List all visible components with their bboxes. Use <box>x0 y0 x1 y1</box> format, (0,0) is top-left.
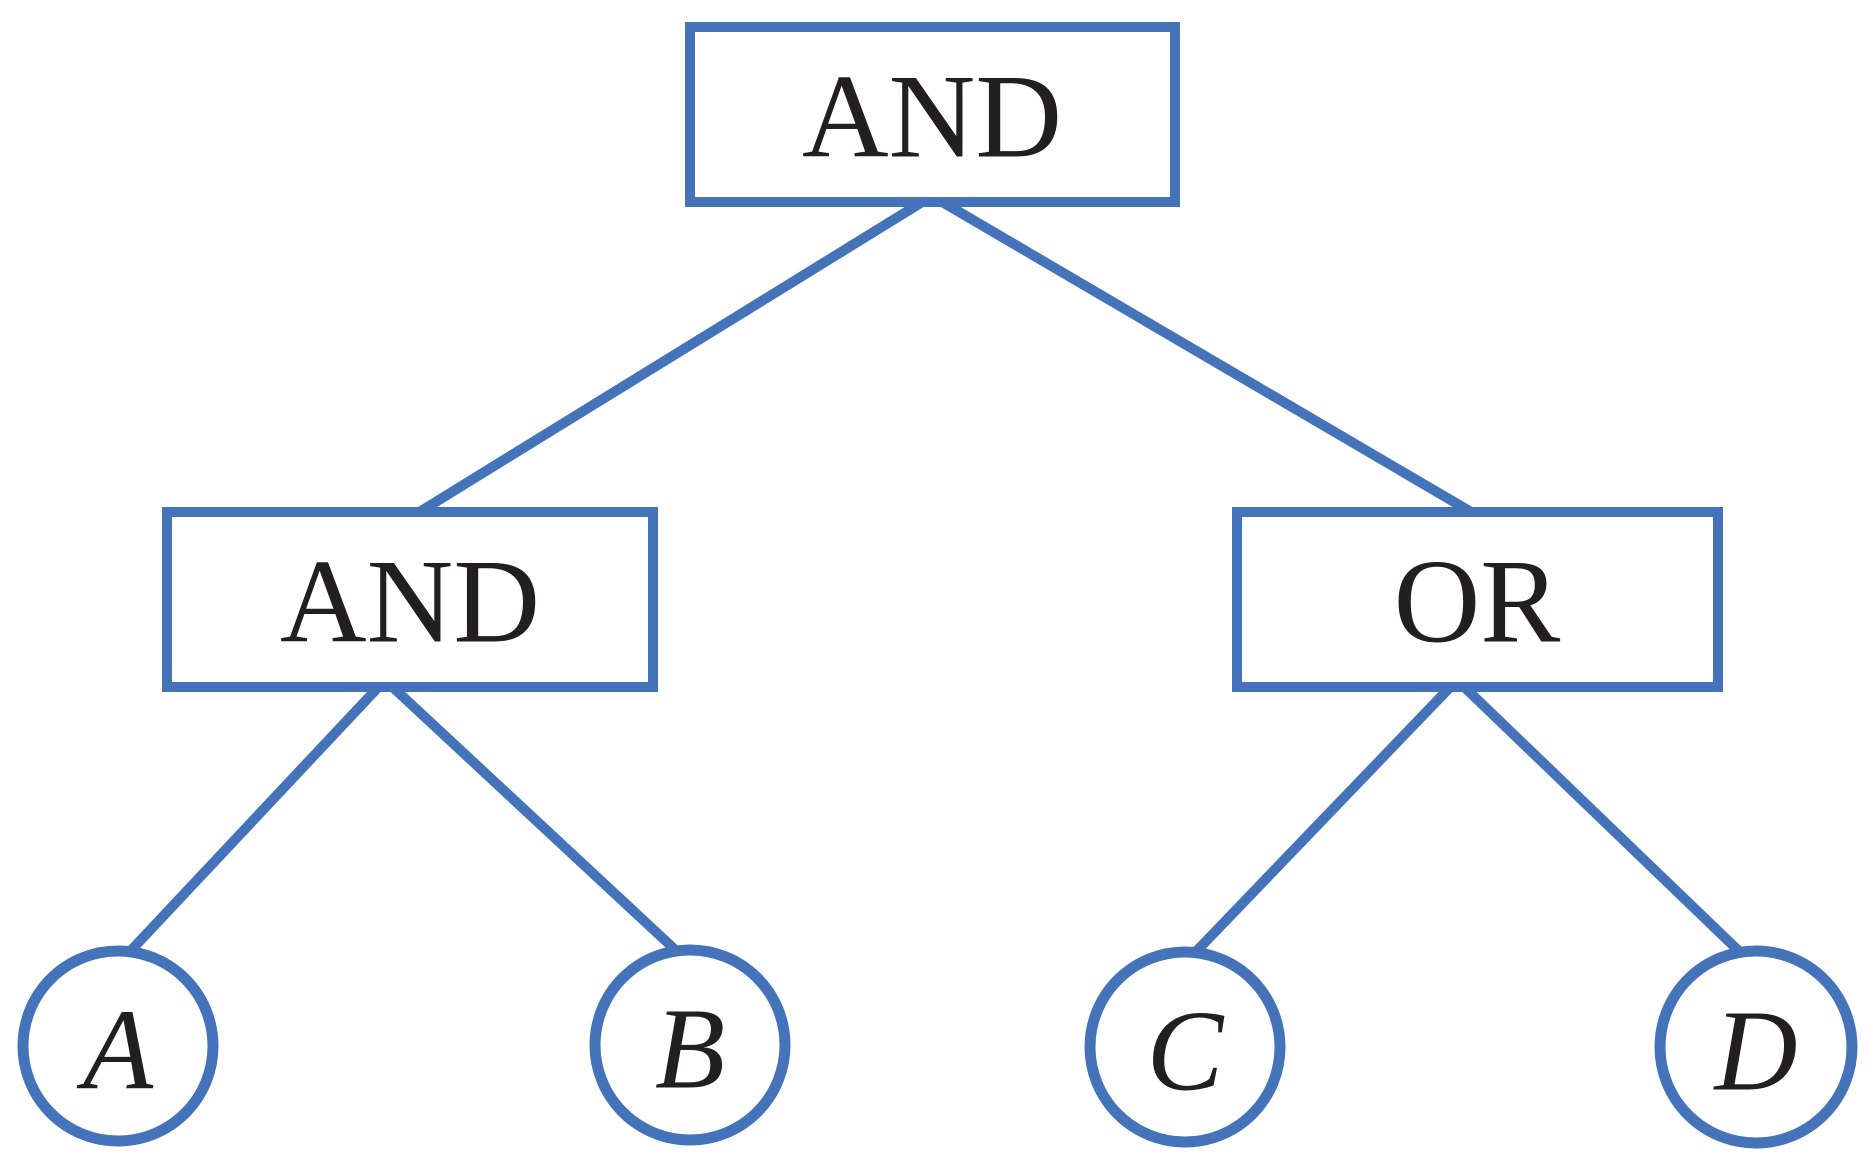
edge-left-gate-to-event-a <box>118 676 389 964</box>
edge-right-gate-to-event-c <box>1184 676 1461 964</box>
event-c-circle <box>1084 946 1286 1148</box>
event-a-circle <box>17 945 219 1147</box>
edge-left-gate-to-event-b <box>381 676 688 962</box>
event-d-label: D <box>1712 988 1797 1115</box>
edge-root-to-right-gate <box>929 191 1481 521</box>
event-b-circle <box>589 944 791 1146</box>
root-gate-label: AND <box>802 50 1062 183</box>
edge-root-to-left-gate <box>410 191 935 521</box>
left-gate-label: AND <box>280 535 540 668</box>
event-d-circle <box>1654 945 1858 1149</box>
event-c-label: C <box>1147 988 1225 1115</box>
event-a-label: A <box>76 987 154 1114</box>
right-gate-box <box>1232 507 1723 692</box>
edge-right-gate-to-event-d <box>1453 676 1748 960</box>
right-gate-label: OR <box>1394 535 1561 668</box>
root-gate-box <box>685 22 1180 207</box>
left-gate-box <box>162 507 658 692</box>
event-b-label: B <box>655 986 725 1113</box>
